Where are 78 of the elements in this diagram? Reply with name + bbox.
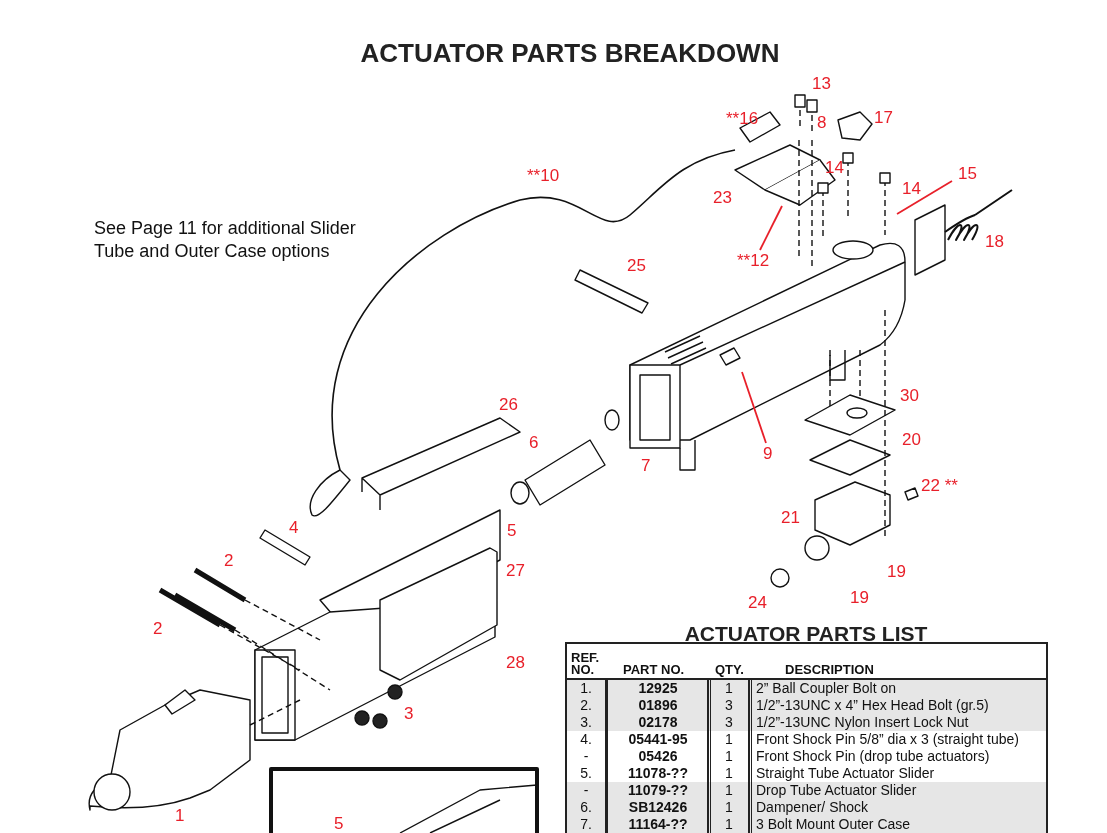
callout-number: 18 [985, 233, 1004, 250]
table-cell-text: 1 [724, 680, 734, 697]
table-cell-text: 3 Bolt Mount Outer Case [756, 816, 912, 833]
leader-line [759, 205, 783, 251]
callout-number: 21 [781, 509, 800, 526]
callout-number: 1 [175, 807, 185, 824]
callout-number: 17 [874, 109, 893, 126]
page-title: ACTUATOR PARTS BREAKDOWN [359, 38, 781, 69]
table-cell-text: 2” Ball Coupler Bolt on [756, 680, 898, 697]
table-cell-text: 6. [579, 799, 593, 816]
callout-number: 19 [850, 589, 869, 606]
table-cell-text: Front Shock Pin 5/8” dia x 3 (straight tube) [756, 731, 1020, 748]
table-cell-text: - [582, 782, 590, 799]
table-cell-text: - [582, 748, 590, 765]
table-cell-text: 05441-95 [627, 731, 689, 748]
table-cell-text: 5. [579, 765, 593, 782]
table-cell-text: 11078-?? [627, 765, 689, 782]
callout-number: **12 [737, 252, 770, 269]
table-cell-text: 1 [724, 782, 734, 799]
column-header: PART NO. [623, 664, 685, 676]
callout-number: 24 [748, 594, 767, 611]
callout-number: **10 [527, 167, 560, 184]
table-cell-text: 02178 [637, 714, 679, 731]
callout-number: 28 [506, 654, 525, 671]
callout-number: 5 [334, 815, 344, 832]
table-cell-text: 2. [579, 697, 593, 714]
callout-number: 13 [812, 75, 831, 92]
callout-number: 8 [817, 114, 827, 131]
callout-number: **16 [726, 110, 759, 127]
table-cell-text: 1 [724, 816, 734, 833]
callout-number: 23 [713, 189, 732, 206]
table-cell-text: 11164-?? [627, 816, 689, 833]
table-cell-text: 1. [579, 680, 593, 697]
table-cell-text: Front Shock Pin (drop tube actuators) [756, 748, 991, 765]
callout-number: 2 [224, 552, 234, 569]
callout-number: 22 ** [921, 477, 958, 494]
table-cell-text: 11079-?? [627, 782, 689, 799]
table-cell-text: 3 [724, 714, 734, 731]
callout-number: 15 [958, 165, 977, 182]
callout-number: 30 [900, 387, 919, 404]
callout-number: 2 [153, 620, 163, 637]
callout-number: 4 [289, 519, 299, 536]
column-header: QTY. [715, 664, 744, 676]
table-cell-text: 12925 [637, 680, 679, 697]
table-cell-text: 1/2”-13UNC Nylon Insert Lock Nut [756, 714, 970, 731]
table-cell-text: 3. [579, 714, 593, 731]
table-caption: ACTUATOR PARTS LIST [683, 622, 929, 646]
table-cell-text: 1 [724, 731, 734, 748]
callout-number: 5 [507, 522, 517, 539]
table-cell-text: Dampener/ Shock [756, 799, 870, 816]
table-cell-text: Straight Tube Actuator Slider [756, 765, 936, 782]
table-cell-text: 4. [579, 731, 593, 748]
column-header: REF. NO. [571, 652, 601, 676]
table-cell-text: 1 [724, 765, 734, 782]
callout-number: 14 [825, 159, 844, 176]
leader-line [896, 180, 953, 215]
table-cell-text: 01896 [637, 697, 679, 714]
callout-number: 20 [902, 431, 921, 448]
table-cell-text: 1 [724, 799, 734, 816]
callout-number: 14 [902, 180, 921, 197]
callout-number: 9 [763, 445, 773, 462]
leader-line [741, 371, 767, 444]
callout-number: 7 [641, 457, 651, 474]
callout-number: 27 [506, 562, 525, 579]
table-cell-text: Drop Tube Actuator Slider [756, 782, 918, 799]
table-cell-text: 05426 [637, 748, 679, 765]
table-cell-text: 7. [579, 816, 593, 833]
callout-number: 25 [627, 257, 646, 274]
table-cell-text: SB12426 [627, 799, 689, 816]
table-cell-text: 1 [724, 748, 734, 765]
column-header: DESCRIPTION [785, 664, 874, 676]
table-cell-text: 3 [724, 697, 734, 714]
callout-number: 26 [499, 396, 518, 413]
callout-number: 19 [887, 563, 906, 580]
table-cell-text: 1/2”-13UNC x 4” Hex Head Bolt (gr.5) [756, 697, 990, 714]
note-text: See Page 11 for additional Slider Tube and Outer Case options [94, 217, 357, 263]
callout-number: 6 [529, 434, 539, 451]
callout-number: 3 [404, 705, 414, 722]
